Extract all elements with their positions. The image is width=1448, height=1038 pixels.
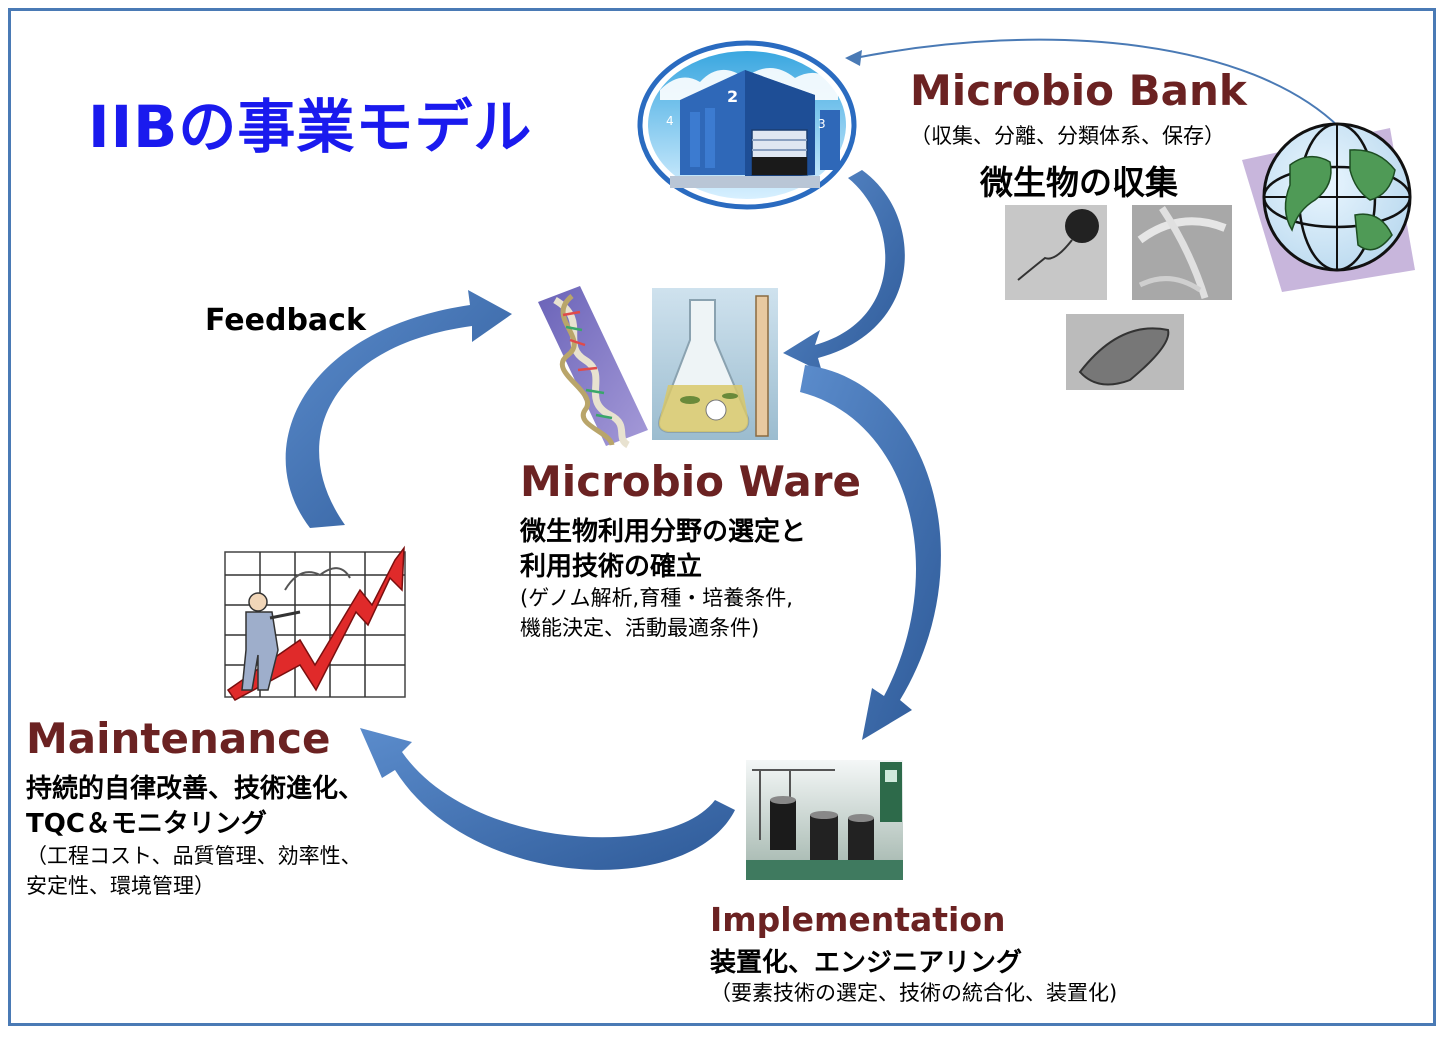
feedback-arrow	[285, 290, 512, 528]
bank-collect-label: 微生物の収集	[980, 163, 1178, 202]
bank-heading: Microbio Bank	[910, 66, 1247, 115]
ware-heading: Microbio Ware	[520, 457, 861, 506]
maintenance-line2: TQC＆モニタリング	[26, 809, 267, 839]
maintenance-note1: （工程コスト、品質管理、効率性、	[26, 844, 362, 868]
factory-icon	[746, 760, 903, 880]
bank-to-ware-arrow	[783, 170, 905, 372]
globe-to-bank-arrow	[854, 38, 1341, 129]
ware-line2: 利用技術の確立	[520, 552, 703, 582]
svg-text:3: 3	[818, 117, 826, 131]
microbe-photo-icon	[1005, 205, 1232, 390]
implementation-to-maintenance-arrow	[360, 728, 735, 870]
svg-text:2: 2	[727, 87, 738, 106]
ware-note2: 機能決定、活動最適条件)	[520, 616, 760, 640]
svg-text:4: 4	[666, 114, 674, 128]
ware-line1: 微生物利用分野の選定と	[520, 517, 807, 547]
ware-note1: (ゲノム解析,育種・培養条件,	[520, 586, 793, 610]
dna-icon	[538, 286, 648, 449]
page-title: IIBの事業モデル	[88, 93, 533, 161]
maintenance-note2: 安定性、環境管理）	[26, 874, 215, 898]
bank-detail: （収集、分離、分類体系、保存）	[910, 124, 1225, 148]
warehouse-icon: 2 3 4	[637, 40, 857, 210]
globe-to-bank-arrowhead	[845, 50, 862, 66]
implementation-line1: 装置化、エンジニアリング	[710, 948, 1023, 978]
globe-icon	[1242, 122, 1415, 292]
maintenance-heading: Maintenance	[26, 714, 331, 763]
feedback-label: Feedback	[205, 303, 366, 338]
flask-icon	[652, 288, 778, 440]
maintenance-line1: 持続的自律改善、技術進化、	[26, 774, 365, 804]
ware-to-implementation-arrow	[800, 365, 941, 740]
implementation-heading: Implementation	[710, 900, 1006, 939]
chart-man-icon	[224, 545, 406, 701]
implementation-note1: （要素技術の選定、技術の統合化、装置化)	[710, 981, 1118, 1005]
